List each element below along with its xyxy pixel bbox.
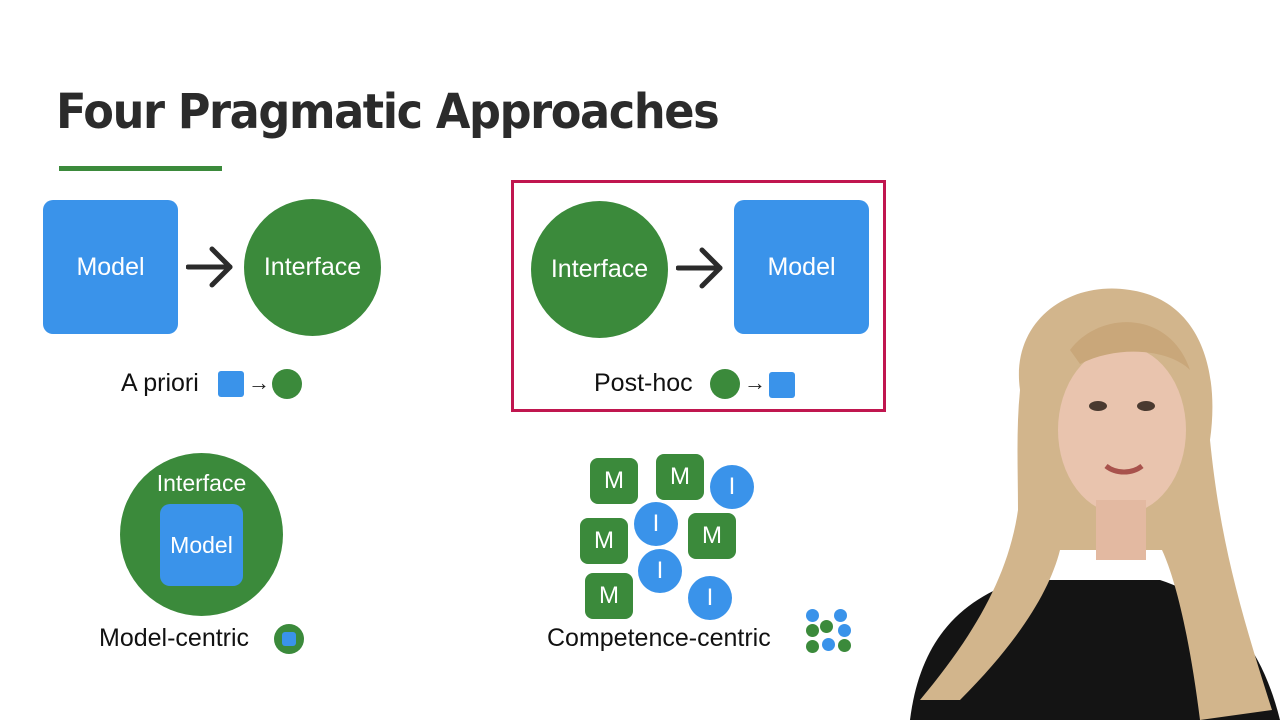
post-hoc-model-label: Model: [767, 252, 836, 281]
right-arrow-icon: [676, 247, 723, 289]
chip-label: M: [604, 467, 624, 494]
mini-arrow-icon: →: [744, 370, 766, 395]
chip-label: I: [728, 473, 736, 500]
chip-label: I: [652, 510, 660, 537]
chip-label: I: [706, 584, 714, 611]
chip-label: M: [594, 527, 614, 554]
competence-interface-chip: I: [634, 502, 678, 546]
nested-model-inner-icon: [282, 632, 296, 646]
dot: [838, 624, 851, 637]
post-hoc-interface-label: Interface: [550, 255, 649, 283]
chip-label: M: [702, 522, 722, 549]
model-centric-caption: Model-centric: [99, 624, 250, 652]
competence-model-chip: M: [585, 573, 633, 619]
chip-label: M: [670, 463, 690, 490]
model-square-icon: [769, 372, 795, 398]
interface-circle-icon: [272, 369, 302, 399]
competence-model-chip: M: [688, 513, 736, 559]
post-hoc-caption: Post-hoc: [594, 369, 693, 397]
competence-interface-chip: I: [638, 549, 682, 593]
title-underline: [59, 166, 222, 171]
dot: [806, 624, 819, 637]
a-priori-interface-label: Interface: [263, 253, 362, 281]
mini-arrow-icon: →: [248, 370, 270, 395]
post-hoc-interface-circle: Interface: [531, 201, 668, 338]
post-hoc-highlight-frame: [511, 180, 886, 412]
dot: [806, 640, 819, 653]
a-priori-interface-circle: Interface: [244, 199, 381, 336]
a-priori-model-box: Model: [43, 200, 178, 334]
model-centric-model-label: Model: [170, 531, 233, 558]
competence-centric-caption: Competence-centric: [547, 624, 771, 652]
dot: [820, 620, 833, 633]
competence-interface-chip: I: [710, 465, 754, 509]
chip-label: I: [656, 557, 664, 584]
model-centric-model-box: Model: [160, 504, 243, 586]
a-priori-model-label: Model: [76, 252, 145, 281]
model-square-icon: [218, 371, 244, 397]
dot: [838, 639, 851, 652]
chip-label: M: [599, 582, 619, 609]
a-priori-caption: A priori: [121, 369, 199, 397]
page-title: Four Pragmatic Approaches: [56, 84, 720, 140]
competence-model-chip: M: [590, 458, 638, 504]
competence-model-chip: M: [580, 518, 628, 564]
post-hoc-model-box: Model: [734, 200, 869, 334]
right-arrow-icon: [186, 246, 233, 288]
model-centric-interface-label: Interface: [156, 470, 247, 496]
dot: [834, 609, 847, 622]
interface-circle-icon: [710, 369, 740, 399]
dot: [822, 638, 835, 651]
dot: [806, 609, 819, 622]
competence-interface-chip: I: [688, 576, 732, 620]
presenter-photo: [910, 288, 1280, 720]
competence-model-chip: M: [656, 454, 704, 500]
